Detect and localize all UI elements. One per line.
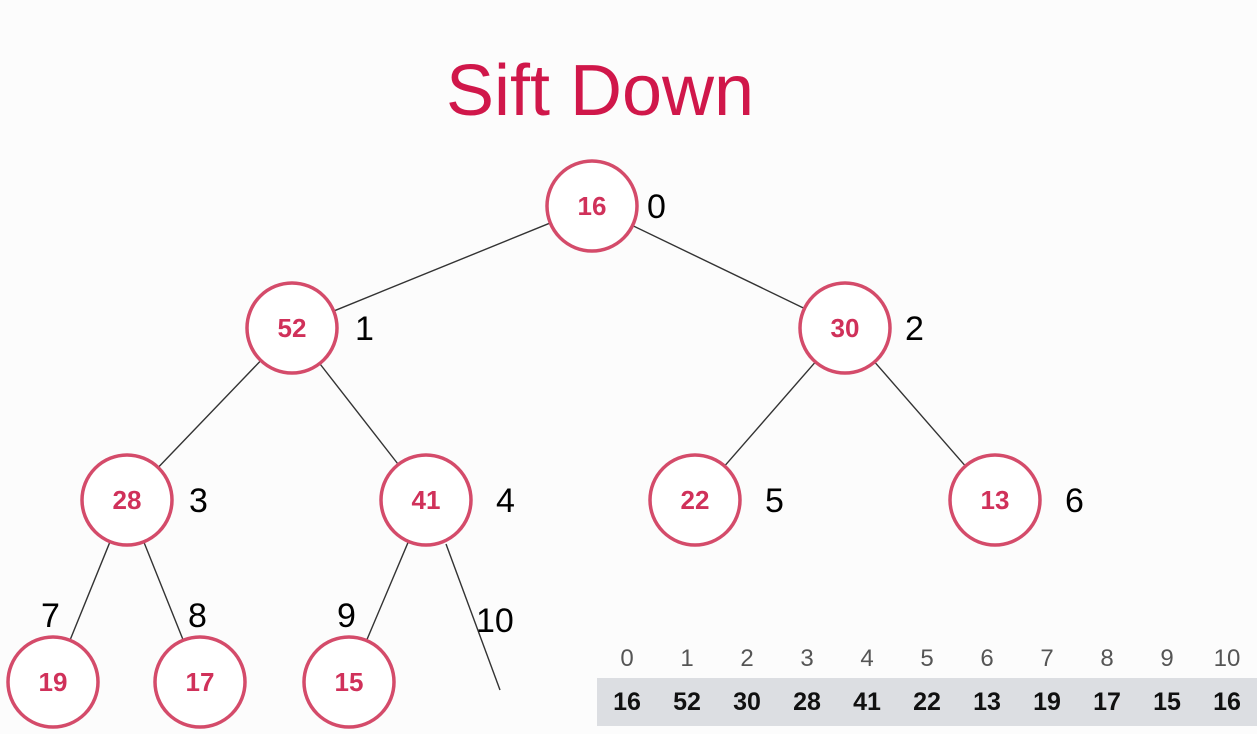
array-index-cell: 2 <box>740 645 754 672</box>
tree-node-index: 8 <box>188 597 207 635</box>
array-index-cell: 9 <box>1160 645 1174 672</box>
array-index-cell: 3 <box>800 645 814 672</box>
tree-node-circle <box>798 281 892 375</box>
tree-node-index-10: 10 <box>476 602 514 640</box>
tree-edge-3-8 <box>143 541 184 641</box>
array-index-cell: 7 <box>1040 645 1054 672</box>
array-value-cell: 16 <box>613 688 641 716</box>
tree-node-index: 1 <box>355 310 374 348</box>
array-value-cell: 16 <box>1213 688 1241 716</box>
tree-edge-4-10 <box>445 543 501 691</box>
tree-node-value: 13 <box>981 485 1010 515</box>
tree-node-value: 30 <box>831 313 860 343</box>
array-value-cell: 30 <box>733 688 761 716</box>
tree-node-4: 41 4 <box>379 453 515 547</box>
tree-node-circle <box>80 453 174 547</box>
tree-node-value: 41 <box>412 485 441 515</box>
tree-edge-4-9 <box>365 541 410 641</box>
tree-edge-2-6 <box>874 361 966 467</box>
tree-node-value: 52 <box>278 313 307 343</box>
tree-node-circle <box>245 281 339 375</box>
tree-node-circle <box>379 453 473 547</box>
array-value-cell: 15 <box>1153 688 1181 716</box>
array-value-cell: 41 <box>853 688 881 716</box>
tree-node-value: 17 <box>186 667 215 697</box>
array-index-cell: 8 <box>1100 645 1114 672</box>
array-index-cell: 10 <box>1213 645 1241 672</box>
tree-node-value: 19 <box>39 667 68 697</box>
array-index-cell: 4 <box>860 645 874 672</box>
tree-edge-2-5 <box>724 361 816 467</box>
tree-node-index: 7 <box>41 597 60 635</box>
tree-edge-0-1 <box>333 222 551 312</box>
tree-edge-1-3 <box>157 359 262 469</box>
tree-node-value: 28 <box>113 485 142 515</box>
tree-node-circle <box>302 635 396 729</box>
slide-title: Sift Down <box>445 51 755 131</box>
tree-node-index: 3 <box>189 482 208 520</box>
tree-node-0: 16 0 <box>545 159 666 253</box>
array-index-cell: 1 <box>680 645 694 672</box>
tree-node-circle <box>153 635 247 729</box>
tree-node-1: 52 1 <box>245 281 374 375</box>
tree-node-9: 15 9 <box>302 597 396 729</box>
tree-node-8: 17 8 <box>153 597 247 729</box>
tree-node-index: 6 <box>1065 482 1084 520</box>
tree-node-6: 13 6 <box>948 453 1084 547</box>
array-index-cell: 6 <box>980 645 994 672</box>
heap-array: 0 1 2 3 4 5 6 7 8 9 10 16 52 30 28 41 22 13 19 17 15 16 <box>597 640 1257 726</box>
tree-node-index: 5 <box>765 482 784 520</box>
tree-node-5: 22 5 <box>648 453 784 547</box>
array-index-row: 0 1 2 3 4 5 6 7 8 9 10 <box>597 640 1257 678</box>
tree-node-7: 19 7 <box>6 597 100 729</box>
array-value-cell: 19 <box>1033 688 1061 716</box>
tree-node-index: 0 <box>647 188 666 226</box>
tree-node-circle <box>545 159 639 253</box>
array-value-cell: 28 <box>793 688 821 716</box>
tree-node-index: 4 <box>496 482 515 520</box>
tree-node-value: 22 <box>681 485 710 515</box>
tree-node-value: 15 <box>335 667 364 697</box>
array-index-cell: 5 <box>920 645 934 672</box>
tree-node-2: 30 2 <box>798 281 924 375</box>
tree-edge-1-4 <box>319 363 399 465</box>
tree-node-circle <box>6 635 100 729</box>
tree-node-circle <box>948 453 1042 547</box>
tree-node-value: 16 <box>578 191 607 221</box>
tree-node-index: 2 <box>905 310 924 348</box>
array-value-cell: 52 <box>673 688 701 716</box>
array-value-cell: 22 <box>913 688 941 716</box>
tree-node-index: 9 <box>337 597 356 635</box>
array-value-cell: 13 <box>973 688 1001 716</box>
tree-node-3: 28 3 <box>80 453 208 547</box>
array-value-row: 16 52 30 28 41 22 13 19 17 15 16 <box>597 678 1257 726</box>
array-value-cell: 17 <box>1093 688 1121 716</box>
array-index-cell: 0 <box>620 645 634 672</box>
tree-edge-0-2 <box>632 224 805 310</box>
tree-edge-3-7 <box>69 541 111 641</box>
tree-node-circle <box>648 453 742 547</box>
